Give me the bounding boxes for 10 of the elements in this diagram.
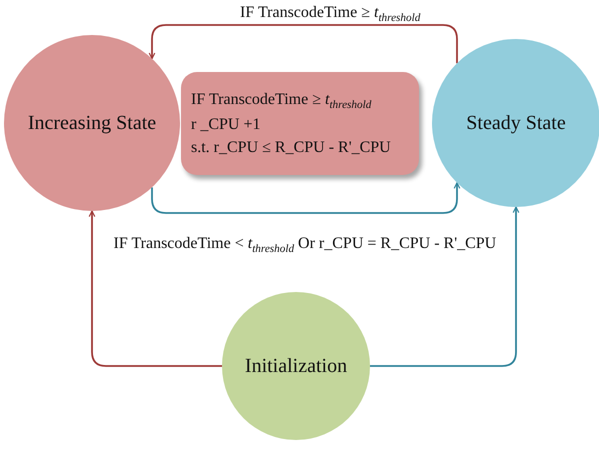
condition-text: s.t. r_CPU ≤ R_CPU - R'_CPU [191,138,392,158]
state-label: Steady State [466,112,566,134]
condition-text: r _CPU +1 [191,115,262,136]
arrow [370,206,520,367]
state-label: Increasing State [28,112,156,134]
state-label: Initialization [244,354,348,378]
arrow [88,210,222,367]
arrow [151,182,460,214]
condition-text: IF TranscodeTime ≥ t$_{threshold}$ [191,90,372,113]
condition-card [181,72,419,175]
